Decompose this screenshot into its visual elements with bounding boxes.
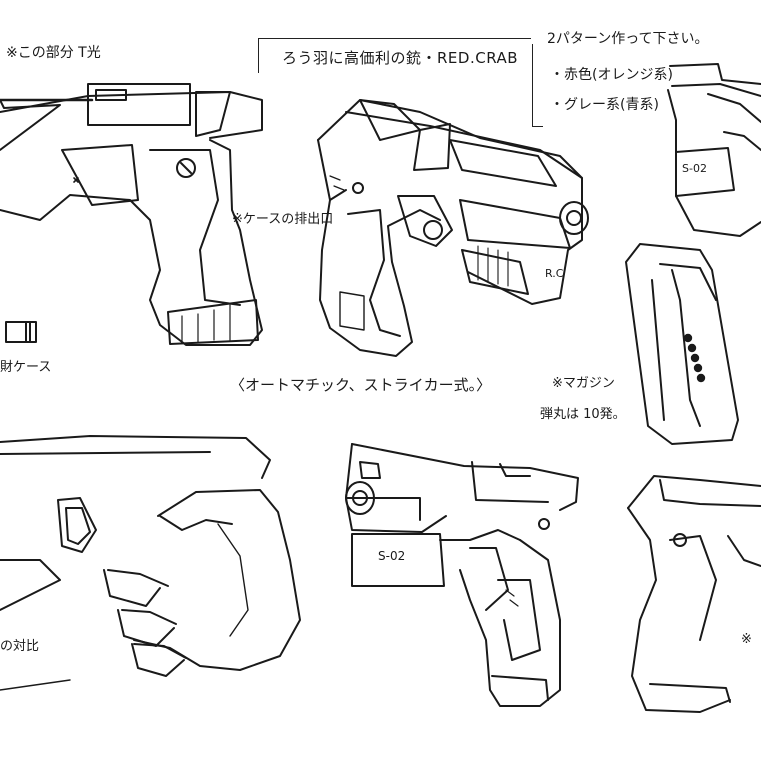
caption-automatic-striker: 〈オートマチック、ストライカー式。〉: [230, 376, 492, 394]
magazine-drawing: [625, 243, 739, 445]
pattern-item-grey: ・グレー系(青系): [550, 97, 659, 113]
note-top-left: ※この部分 T光: [6, 45, 101, 61]
pistol-with-hand-lower-left: [0, 435, 301, 691]
note-compare: の対比: [0, 639, 40, 654]
pistol-three-quarter-view-center: [317, 99, 589, 357]
serial-label-lower: S-02: [378, 549, 406, 563]
pistol-partial-top-right: [667, 63, 761, 237]
engraving-label: R.C: [545, 267, 564, 280]
pattern-item-red: ・赤色(オレンジ系): [550, 67, 673, 83]
pattern-heading: 2パターン作って下さい。: [547, 31, 709, 47]
note-case-eject: ※ケースの排出口: [232, 212, 334, 227]
pistol-partial-lower-right: [627, 475, 761, 713]
pattern-bracket: [532, 44, 543, 127]
title-bracket: [258, 38, 531, 73]
note-capacity: 弾丸は 10発。: [540, 407, 626, 422]
note-magazine: ※マガジン: [552, 376, 615, 391]
sheet-title: ろう羽に高価利の銃・RED.CRAB: [282, 49, 519, 67]
note-right-mark: ※: [741, 632, 752, 647]
pistol-front-view-lower-center: [345, 443, 579, 707]
serial-label-right: S-02: [682, 162, 707, 175]
pistol-side-view-top-left: [0, 83, 263, 346]
note-case-left: 財ケース: [0, 360, 52, 375]
